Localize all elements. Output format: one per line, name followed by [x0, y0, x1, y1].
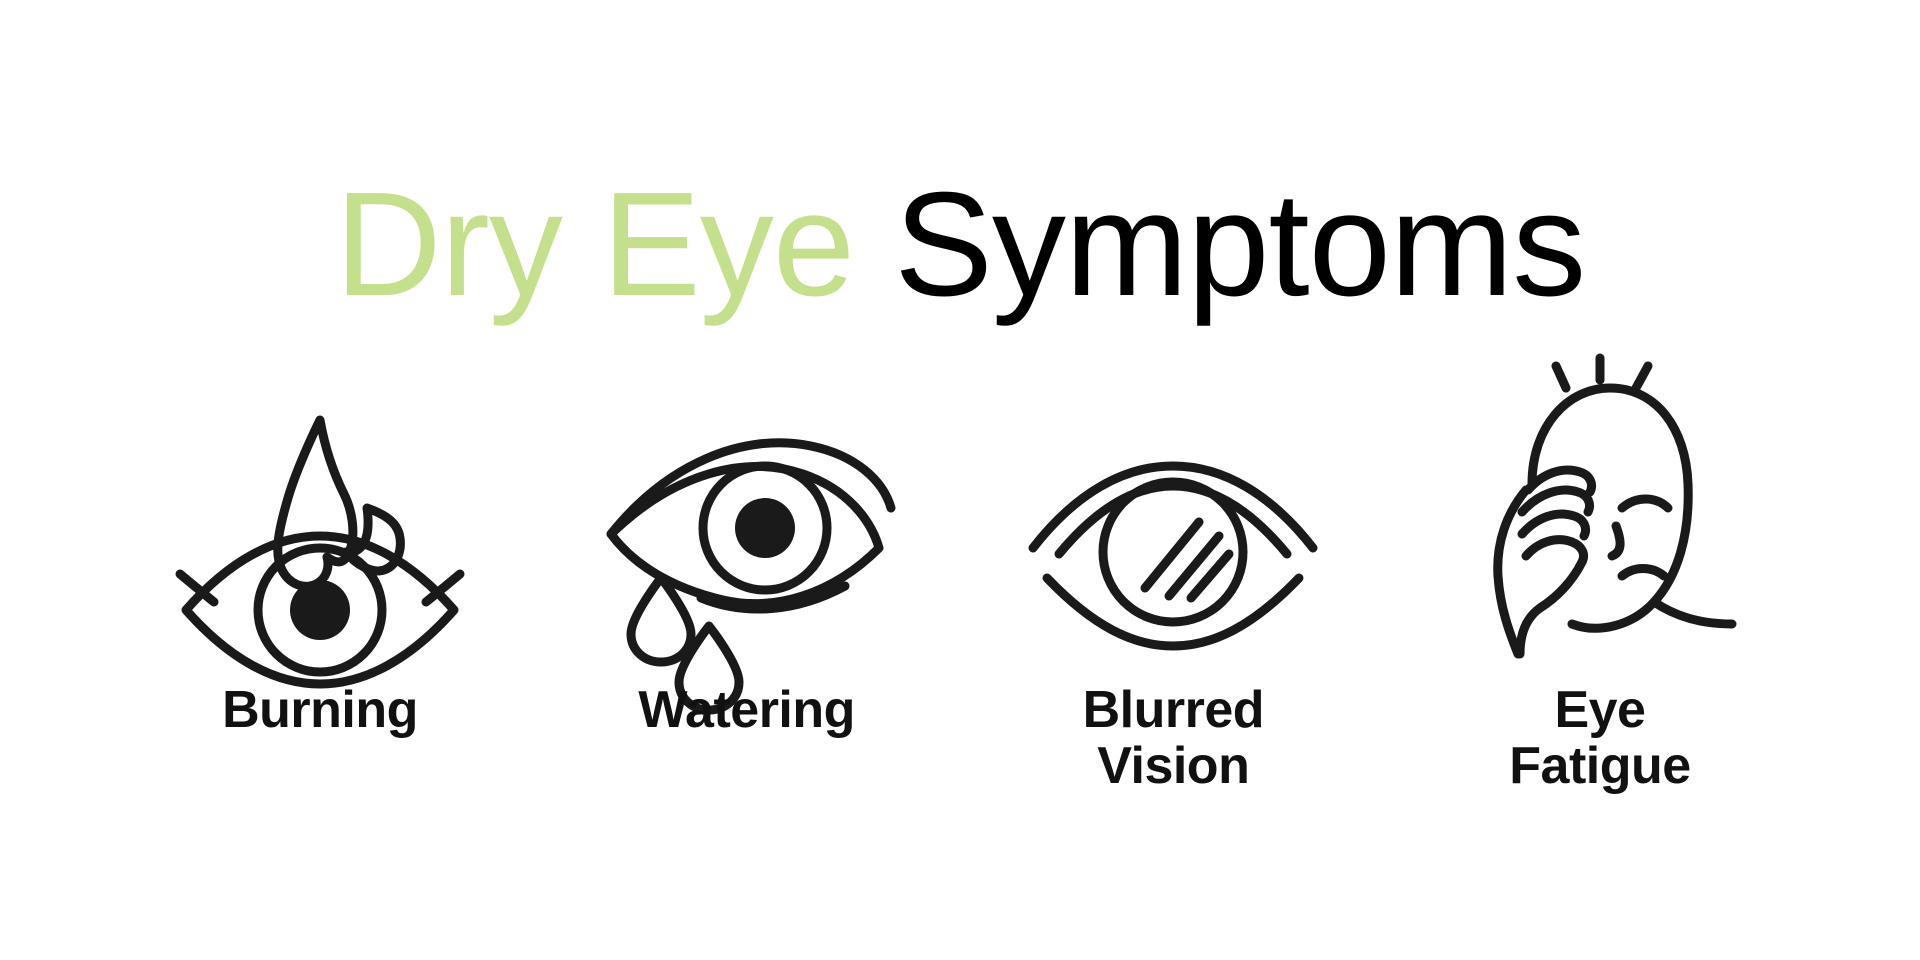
symptom-label: Burning: [222, 681, 418, 739]
title-accent-text: Dry Eye: [334, 162, 855, 328]
symptom-item-blurred-vision: Blurred Vision: [973, 282, 1373, 794]
page-title: Dry Eye Symptoms: [0, 171, 1920, 319]
title-main-text: Symptoms: [854, 162, 1586, 328]
symptom-label: Eye Fatigue: [1509, 681, 1691, 796]
symptom-label: Watering: [638, 681, 855, 739]
symptom-list: Burning: [120, 282, 1800, 842]
eye-blurred-icon: [1023, 282, 1323, 672]
symptom-item-eye-fatigue: Eye Fatigue: [1400, 282, 1800, 794]
eye-flame-icon: [170, 282, 470, 689]
symptom-item-burning: Burning: [120, 282, 520, 738]
eye-teardrops-icon: [597, 282, 897, 715]
symptom-item-watering: Watering: [547, 282, 947, 738]
face-rubbing-eye-icon: [1440, 282, 1760, 672]
symptom-label: Blurred Vision: [1082, 681, 1265, 796]
